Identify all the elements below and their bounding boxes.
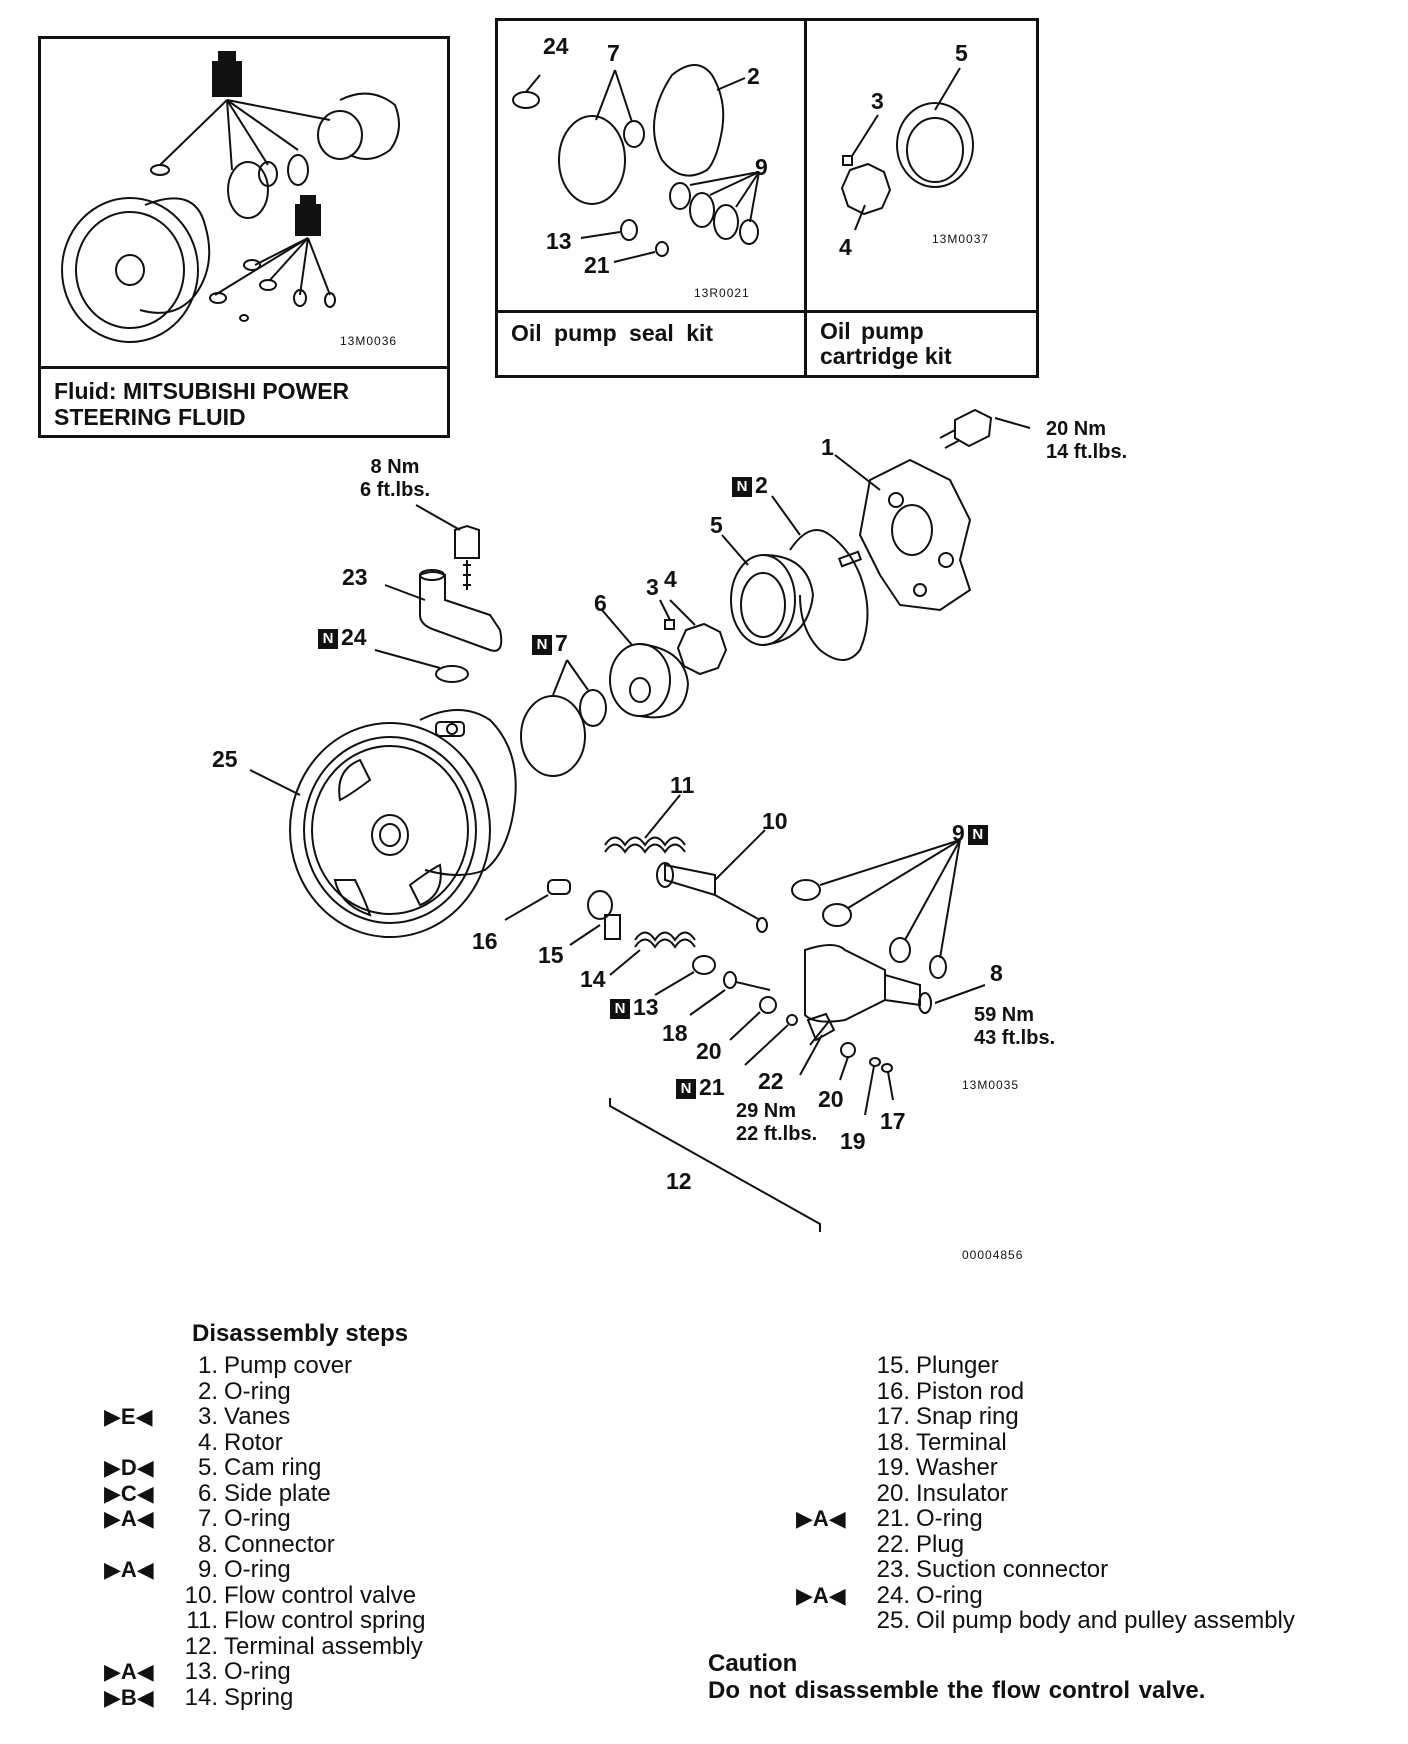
steps-heading: Disassembly steps [192, 1320, 409, 1347]
part-label-12: 12 [666, 1168, 692, 1194]
step-row: 20.Insulator [876, 1479, 1009, 1507]
part-label-3: 3 [646, 574, 659, 600]
step-row: ▶A◀13.O-ring [104, 1658, 291, 1685]
step-row: 4.Rotor [197, 1428, 283, 1456]
step-row: 11.Flow control spring [186, 1607, 426, 1634]
cartridge-label-4: 4 [839, 234, 852, 260]
steps-left-list: 1.Pump cover 2.O-ring ▶E◀3.Vanes 4.Rotor… [104, 1353, 425, 1710]
caution-title: Caution [708, 1650, 798, 1677]
part-label-11: 11 [670, 772, 695, 798]
cartridge-label-3: 3 [871, 88, 884, 114]
step-row: 2.O-ring [197, 1377, 291, 1405]
seal-label-2: 2 [747, 63, 760, 89]
seal-label-24: 24 [543, 33, 569, 59]
step-row: ▶B◀14.Spring [104, 1683, 294, 1711]
new-part-mark: N [967, 825, 988, 845]
part-label-19: 19 [840, 1128, 866, 1154]
seal-kit-caption: Oil pump seal kit [511, 320, 714, 346]
cartridge-kit-caption-line1: Oil pump [820, 318, 924, 344]
seal-label-13: 13 [546, 228, 572, 254]
part-label-16: 16 [472, 928, 498, 954]
step-row: 22.Plug [876, 1530, 965, 1558]
main-diagram-code: 13M0035 [962, 1078, 1020, 1092]
step-row: 10.Flow control valve [184, 1581, 417, 1609]
part-label-15: 15 [538, 942, 564, 968]
seal-label-21: 21 [584, 252, 610, 278]
fluid-caption-box [38, 366, 450, 438]
step-row: ▶A◀24.O-ring [796, 1581, 983, 1609]
fluid-box-code: 13M0036 [340, 334, 398, 348]
new-part-mark: N [676, 1079, 696, 1099]
step-row: 19.Washer [876, 1454, 998, 1481]
new-part-mark: N [610, 999, 630, 1019]
part-label-20b: 20 [818, 1086, 844, 1112]
kit-divider [804, 18, 807, 378]
part-label-6: 6 [594, 590, 607, 616]
kit-box [495, 18, 1039, 378]
kit-caption-rule [495, 310, 1039, 313]
part-label-14: 14 [580, 966, 606, 992]
seal-kit-code: 13R0021 [694, 286, 750, 300]
part-label-22: 22 [758, 1068, 784, 1094]
part-label-10: 10 [762, 808, 788, 834]
step-row: 16.Piston rod [876, 1377, 1025, 1405]
step-row: ▶D◀5.Cam ring [104, 1454, 322, 1481]
step-row: 17.Snap ring [876, 1403, 1019, 1430]
fluid-bottle-icon [159, 51, 331, 171]
step-row: 8.Connector [197, 1530, 335, 1558]
new-part-mark: N [318, 629, 338, 649]
new-part-mark: N [532, 635, 552, 655]
step-row: ▶A◀21.O-ring [796, 1505, 983, 1532]
part-label-23: 23 [342, 564, 368, 590]
part-label-5: 5 [710, 512, 723, 538]
step-row: ▶A◀7.O-ring [104, 1505, 291, 1532]
fluid-caption-line2: STEERING FLUID [54, 404, 246, 430]
pump-body-pulley [249, 709, 517, 938]
part-label-1: 1 [821, 434, 834, 460]
step-row: 15.Plunger [876, 1352, 999, 1379]
cartridge-label-5: 5 [955, 40, 968, 66]
part-label-4: 4 [664, 566, 677, 592]
steps-right-list: 15.Plunger 16.Piston rod 17.Snap ring 18… [796, 1353, 1295, 1634]
part-label-8: 8 [990, 960, 1003, 986]
step-row: 1.Pump cover [197, 1352, 353, 1379]
step-row: ▶A◀9.O-ring [104, 1556, 291, 1583]
step-row: ▶E◀3.Vanes [104, 1403, 291, 1430]
step-row: 18.Terminal [876, 1428, 1007, 1456]
step-row: ▶C◀6.Side plate [104, 1479, 331, 1507]
figure-id: 00004856 [962, 1248, 1024, 1262]
part-label-25: 25 [212, 746, 238, 772]
caution-text: Do not disassemble the flow control valv… [708, 1677, 1206, 1704]
fluid-bottle-icon-2 [214, 195, 331, 296]
part-label-17: 17 [880, 1108, 906, 1134]
step-row: 25.Oil pump body and pulley assembly [876, 1607, 1295, 1634]
seal-label-7: 7 [607, 40, 620, 66]
step-row: 12.Terminal assembly [184, 1632, 423, 1660]
part-label-20: 20 [696, 1038, 722, 1064]
fluid-caption-line1: Fluid: MITSUBISHI POWER [54, 378, 350, 404]
cartridge-kit-caption-line2: cartridge kit [820, 343, 952, 369]
cartridge-kit-code: 13M0037 [932, 232, 990, 246]
step-row: 23.Suction connector [876, 1556, 1109, 1583]
part-label-18: 18 [662, 1020, 688, 1046]
new-part-mark: N [732, 477, 752, 497]
